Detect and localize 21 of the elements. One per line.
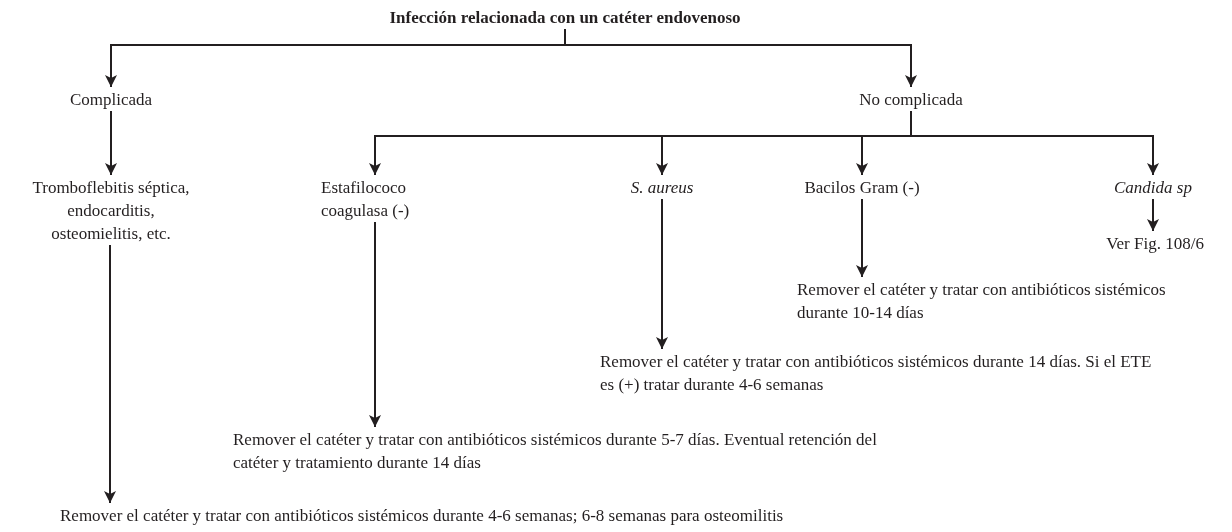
treatment-text: Remover el catéter y tratar con antibióticos sistémicos durante 5-7 días. Eventual retención del catéter y tratamiento durante 14 días bbox=[233, 430, 877, 472]
reference-label: Ver Fig. 108/6 bbox=[1106, 234, 1204, 253]
arrow bbox=[856, 198, 868, 278]
root-heading: Infección relacionada con un catéter endovenoso bbox=[389, 8, 741, 27]
treatment-text: Remover el catéter y tratar con antibióticos sistémicos durante 4-6 semanas; 6-8 semanas para osteomilitis bbox=[60, 506, 784, 525]
arrow bbox=[910, 110, 1159, 176]
arrow bbox=[656, 198, 668, 350]
branch-label: Complicada bbox=[69, 90, 153, 109]
arrow bbox=[1147, 198, 1159, 232]
condition-label: Tromboflebitis séptica, endocarditis, osteomielitis, etc. bbox=[32, 178, 190, 243]
treatment-text: Remover el catéter y tratar con antibióticos sistémicos durante 14 días. Si el ETE es (+) tratar durante 4-6 semanas bbox=[600, 352, 1152, 394]
treatment-text: Remover el catéter y tratar con antibióticos sistémicos durante 10-14 días bbox=[797, 280, 1166, 322]
arrow bbox=[104, 244, 116, 504]
branch-label: No complicada bbox=[859, 90, 963, 109]
arrow bbox=[564, 28, 917, 88]
arrow bbox=[105, 110, 117, 176]
organism-label: S. aureus bbox=[630, 178, 694, 197]
arrow bbox=[369, 221, 381, 428]
organism-label: Estafilococo coagulasa (-) bbox=[321, 178, 410, 220]
organism-label: Candida sp bbox=[1114, 178, 1192, 197]
organism-label: Bacilos Gram (-) bbox=[804, 178, 920, 197]
